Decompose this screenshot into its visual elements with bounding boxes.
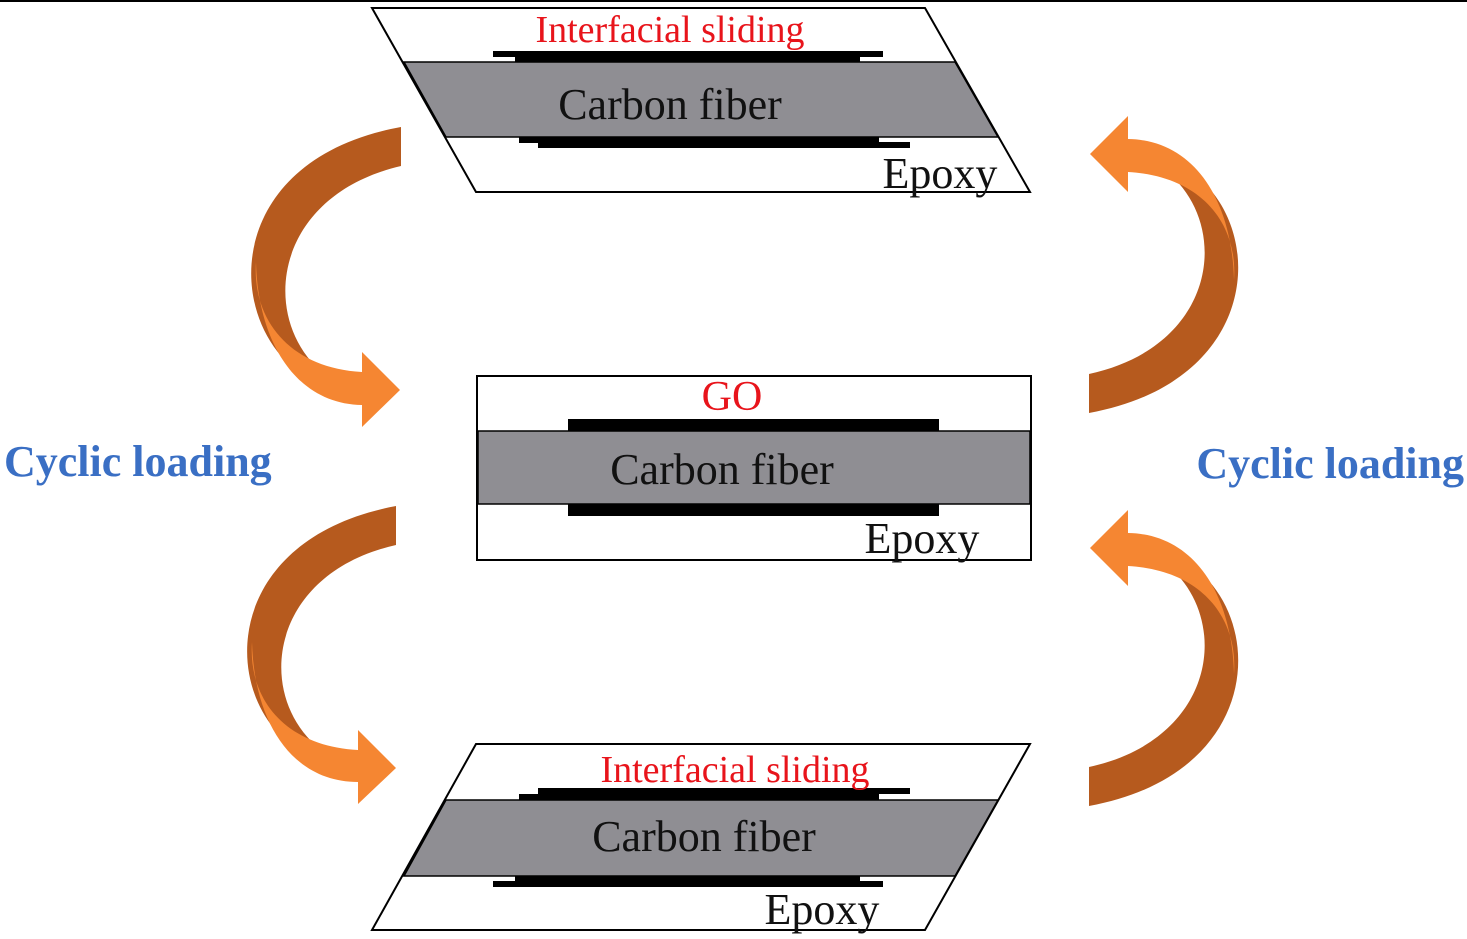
center-coating-label: GO [702, 374, 763, 420]
top-coating-label: Interfacial sliding [535, 9, 804, 51]
bottom-fiber-label: Carbon fiber [592, 812, 816, 861]
center-matrix-label: Epoxy [865, 514, 980, 563]
top-coating-upper [493, 51, 883, 57]
left-cyclic-loading-label: Cyclic loading [4, 437, 272, 486]
arrow-top-right [1089, 116, 1239, 413]
bottom-matrix-label: Epoxy [765, 885, 880, 934]
center-fiber [477, 430, 1031, 505]
bottom-coating-lower-step [493, 881, 883, 887]
top-coating-lower-step [538, 142, 910, 148]
center-fiber-label: Carbon fiber [610, 445, 834, 494]
arrow-top-left-band-back [251, 127, 401, 380]
center-coating-upper [568, 419, 939, 431]
top-matrix-label: Epoxy [883, 149, 998, 198]
bottom-coating-upper-step [519, 794, 879, 800]
arrow-bottom-left [247, 506, 396, 804]
arrow-bottom-left-body [251, 642, 396, 804]
top-fiber-label: Carbon fiber [558, 80, 782, 129]
right-cyclic-loading-label: Cyclic loading [1196, 439, 1464, 488]
arrow-bottom-right-body [1090, 510, 1235, 674]
bottom-panel: Interfacial sliding Carbon fiber Epoxy [370, 743, 1032, 934]
arrow-top-right-body [1090, 116, 1235, 280]
arrow-top-left-body [255, 262, 400, 427]
arrow-top-left [251, 127, 401, 427]
top-coating-lower [519, 137, 879, 143]
bottom-coating-label: Interfacial sliding [600, 749, 869, 791]
arrow-bottom-right [1089, 510, 1239, 806]
arrow-top-right-band [1089, 165, 1239, 413]
center-coating-lower [568, 504, 939, 516]
bottom-coating-lower [515, 876, 860, 882]
top-coating-upper-step [515, 56, 860, 62]
center-panel: GO Carbon fiber Epoxy [476, 374, 1032, 563]
bottom-coating-upper [538, 788, 910, 794]
arrow-bottom-right-band [1089, 558, 1239, 806]
arrow-bottom-left-band [247, 506, 396, 755]
top-panel: Interfacial sliding Carbon fiber Epoxy [370, 7, 1032, 198]
